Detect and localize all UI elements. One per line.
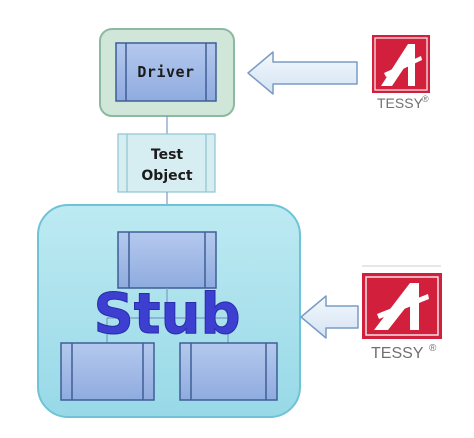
test-object-label-line2: Object bbox=[141, 168, 193, 184]
test-object-box: Test Object bbox=[117, 133, 216, 193]
stub-label: Stub bbox=[93, 282, 240, 347]
tessy-logo-top-name: TESSY bbox=[377, 95, 424, 111]
stub-top-module bbox=[117, 231, 217, 289]
driver-label: Driver bbox=[137, 63, 194, 81]
test-object-label-line1: Test bbox=[151, 147, 184, 163]
stub-bottom-right-module bbox=[179, 342, 278, 401]
driver-box: Driver bbox=[115, 42, 217, 102]
arrow-to-driver bbox=[247, 51, 358, 95]
tessy-a-mark-icon bbox=[381, 44, 422, 86]
tessy-a-mark-icon bbox=[374, 283, 429, 330]
tessy-logo-bottom-mark: ® bbox=[429, 343, 437, 354]
arrow-to-stub bbox=[300, 295, 359, 339]
tessy-logo-top: TESSY ® bbox=[372, 35, 430, 111]
stub-tree-connectors bbox=[106, 288, 229, 343]
tessy-logo-bottom: TESSY ® bbox=[362, 273, 442, 362]
tessy-logo-top-mark: ® bbox=[422, 94, 429, 104]
stub-bottom-left-module bbox=[60, 342, 155, 401]
tessy-logo-bottom-name: TESSY bbox=[371, 345, 424, 362]
